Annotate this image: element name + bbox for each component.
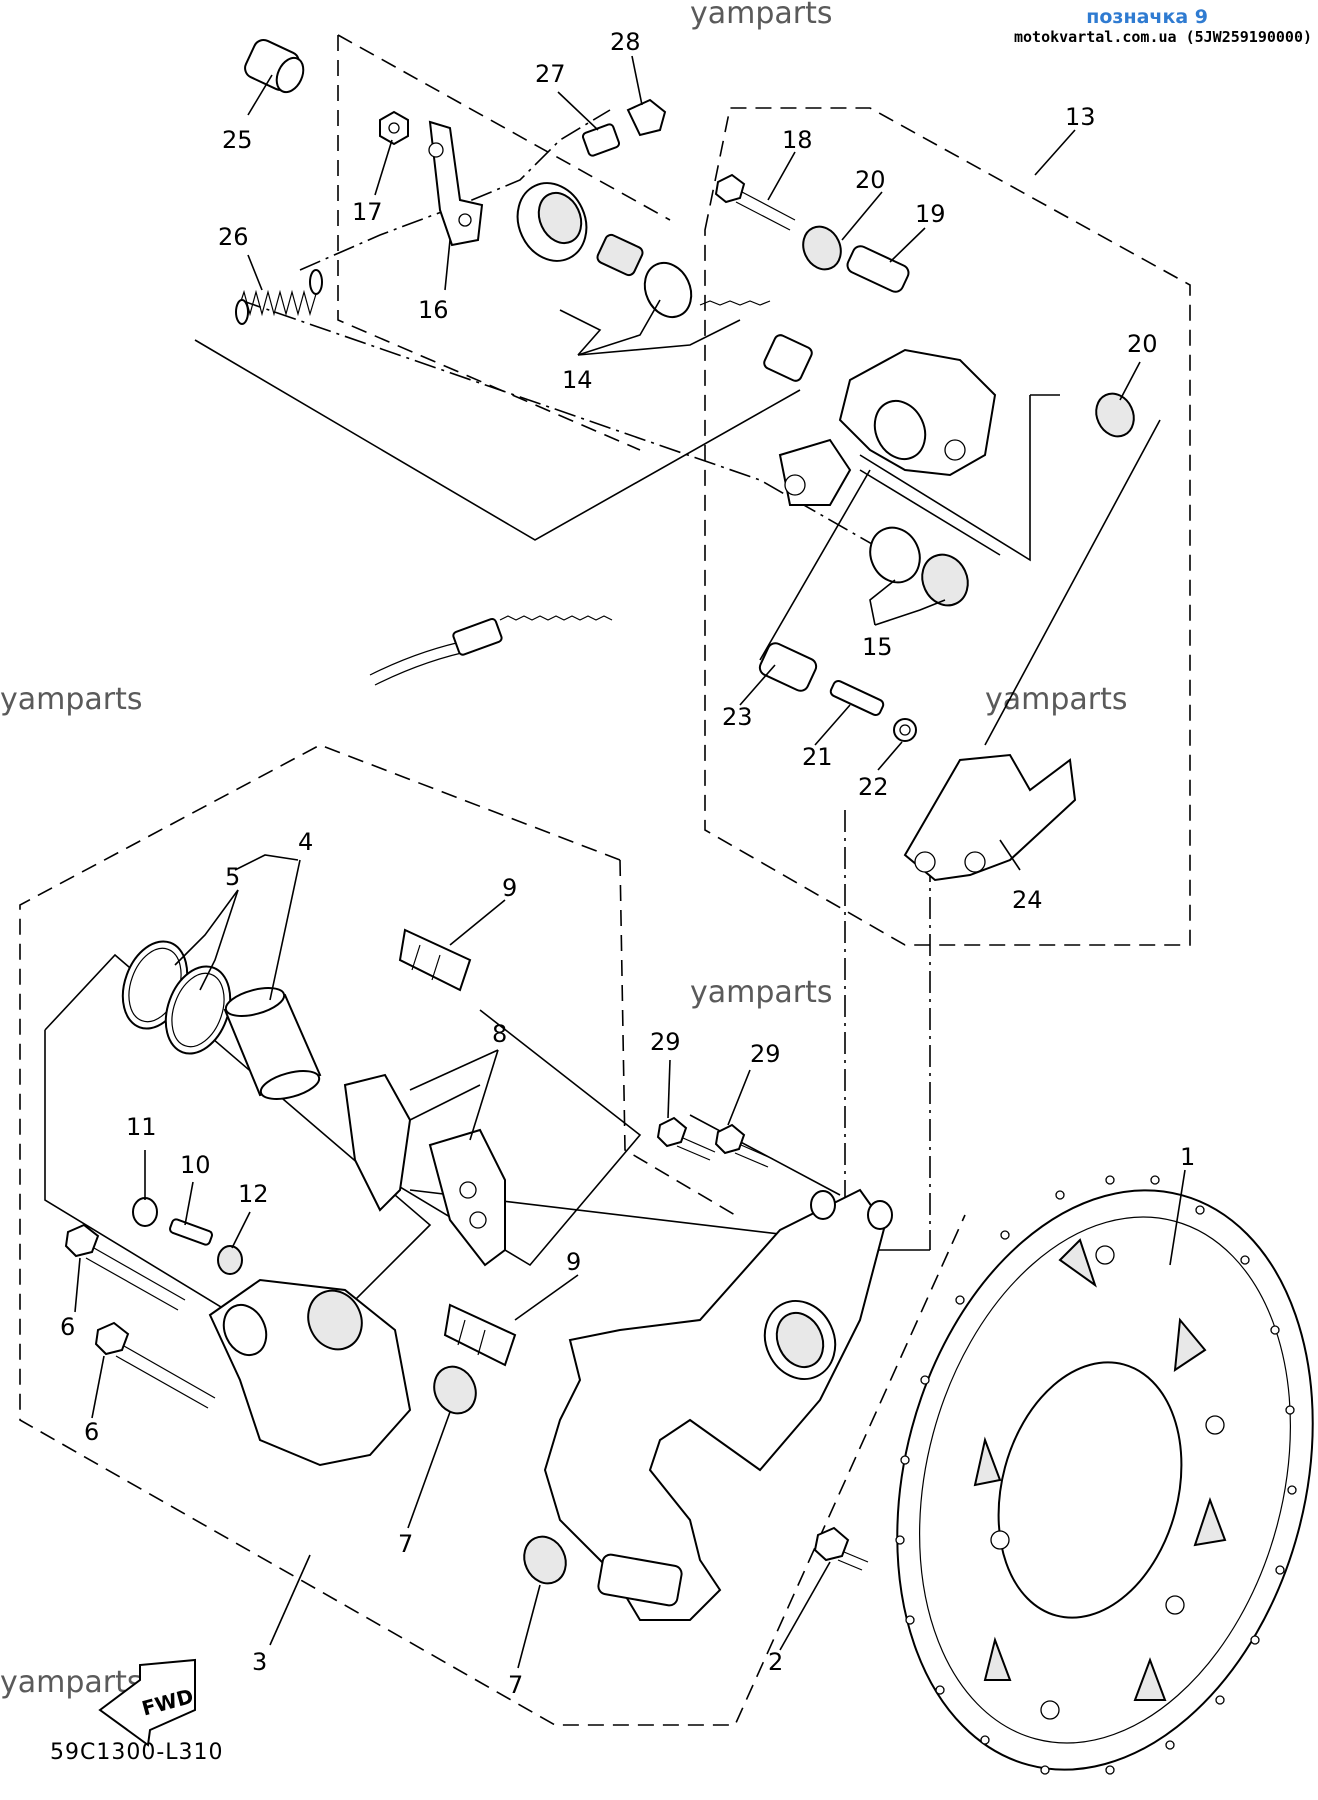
callout-21: 21 <box>802 743 833 771</box>
part-9-clip-upper <box>398 928 472 992</box>
part-19-pin <box>846 245 910 293</box>
part-29-bolt-right <box>714 1123 774 1168</box>
callout-27: 27 <box>535 60 566 88</box>
watermark: yamparts <box>0 682 143 717</box>
part-6-bolt-upper <box>64 1223 186 1311</box>
page-header-title: позначка 9 <box>1086 6 1208 28</box>
part-7-boot-upper <box>433 1365 477 1415</box>
page-header-subtitle: motokvartal.com.ua (5JW259190000) <box>1013 28 1312 46</box>
callout-16: 16 <box>418 296 449 324</box>
part-27-nut <box>581 123 621 157</box>
part-11-cap <box>132 1197 158 1227</box>
part-4-piston <box>223 987 322 1100</box>
part-1-brake-disc <box>895 1175 1314 1775</box>
part-16-lever <box>428 120 484 247</box>
callout-18: 18 <box>782 126 813 154</box>
callout-7b: 7 <box>508 1671 523 1699</box>
callout-10: 10 <box>180 1151 211 1179</box>
part-2-disc-bolt <box>813 1526 869 1571</box>
callout-20a: 20 <box>855 166 886 194</box>
part-6-bolt-lower <box>94 1321 216 1409</box>
part-20-boot-upper <box>802 225 842 271</box>
callout-2: 2 <box>768 1648 783 1676</box>
callout-28: 28 <box>610 28 641 56</box>
parking-brake-cable <box>369 615 613 686</box>
part-17-nut <box>379 110 409 146</box>
callout-9b: 9 <box>566 1248 581 1276</box>
callout-5: 5 <box>225 863 240 891</box>
part-3-caliper <box>208 1278 412 1467</box>
callout-14: 14 <box>562 366 593 394</box>
caliper-bracket-arm <box>543 1188 893 1621</box>
part-18-bolt <box>714 173 796 231</box>
callout-12: 12 <box>238 1180 269 1208</box>
part-13-parking-caliper <box>778 348 997 506</box>
callout-6b: 6 <box>84 1418 99 1446</box>
fwd-arrow-icon: FWD <box>98 1658 196 1747</box>
callout-labels: 1 2 3 4 5 6 6 7 7 8 9 9 10 11 12 13 14 1… <box>60 28 1195 1699</box>
part-20-boot-right <box>1095 392 1135 438</box>
callout-22: 22 <box>858 773 889 801</box>
callout-15: 15 <box>862 633 893 661</box>
callout-4: 4 <box>298 828 313 856</box>
part-15-pistons <box>869 526 969 607</box>
callout-20b: 20 <box>1127 330 1158 358</box>
part-10-bleed-screw <box>168 1218 214 1246</box>
callout-29b: 29 <box>750 1040 781 1068</box>
callout-29a: 29 <box>650 1028 681 1056</box>
part-29-bolt-left <box>656 1116 716 1161</box>
callout-23: 23 <box>722 703 753 731</box>
callout-1: 1 <box>1180 1143 1195 1171</box>
watermark: yamparts <box>690 975 833 1010</box>
part-9-clip-lower <box>443 1303 517 1367</box>
callout-leaders <box>74 55 1186 1669</box>
part-8-pad-outer <box>428 1128 506 1267</box>
guide-lines <box>44 109 1161 1357</box>
callout-7a: 7 <box>398 1530 413 1558</box>
callout-24: 24 <box>1012 886 1043 914</box>
part-21-bleed-screw <box>829 679 885 717</box>
part-25-pin <box>244 39 305 94</box>
part-8-pad-inner <box>343 1073 412 1212</box>
callout-6a: 6 <box>60 1313 75 1341</box>
part-5-seals <box>121 940 232 1055</box>
part-12-boot <box>217 1245 243 1275</box>
callout-26: 26 <box>218 223 249 251</box>
callout-3: 3 <box>252 1648 267 1676</box>
callout-11: 11 <box>126 1113 157 1141</box>
callout-17: 17 <box>352 198 383 226</box>
watermark: yamparts <box>690 0 833 31</box>
part-24-bracket <box>903 753 1077 882</box>
part-14-seal-kit <box>516 182 813 382</box>
part-28-fitting <box>626 98 667 137</box>
callout-8: 8 <box>492 1020 507 1048</box>
group-outlines <box>19 34 1191 1726</box>
callout-9a: 9 <box>502 874 517 902</box>
watermark: yamparts <box>0 1665 143 1700</box>
part-7-boot-lower <box>523 1535 567 1585</box>
part-22-washer <box>893 718 917 742</box>
part-23-sleeve <box>758 642 818 692</box>
callout-25: 25 <box>222 126 253 154</box>
callout-19: 19 <box>915 200 946 228</box>
diagram-code: 59C1300-L310 <box>50 1740 224 1765</box>
part-26-spring <box>235 269 323 325</box>
callout-13: 13 <box>1065 103 1096 131</box>
